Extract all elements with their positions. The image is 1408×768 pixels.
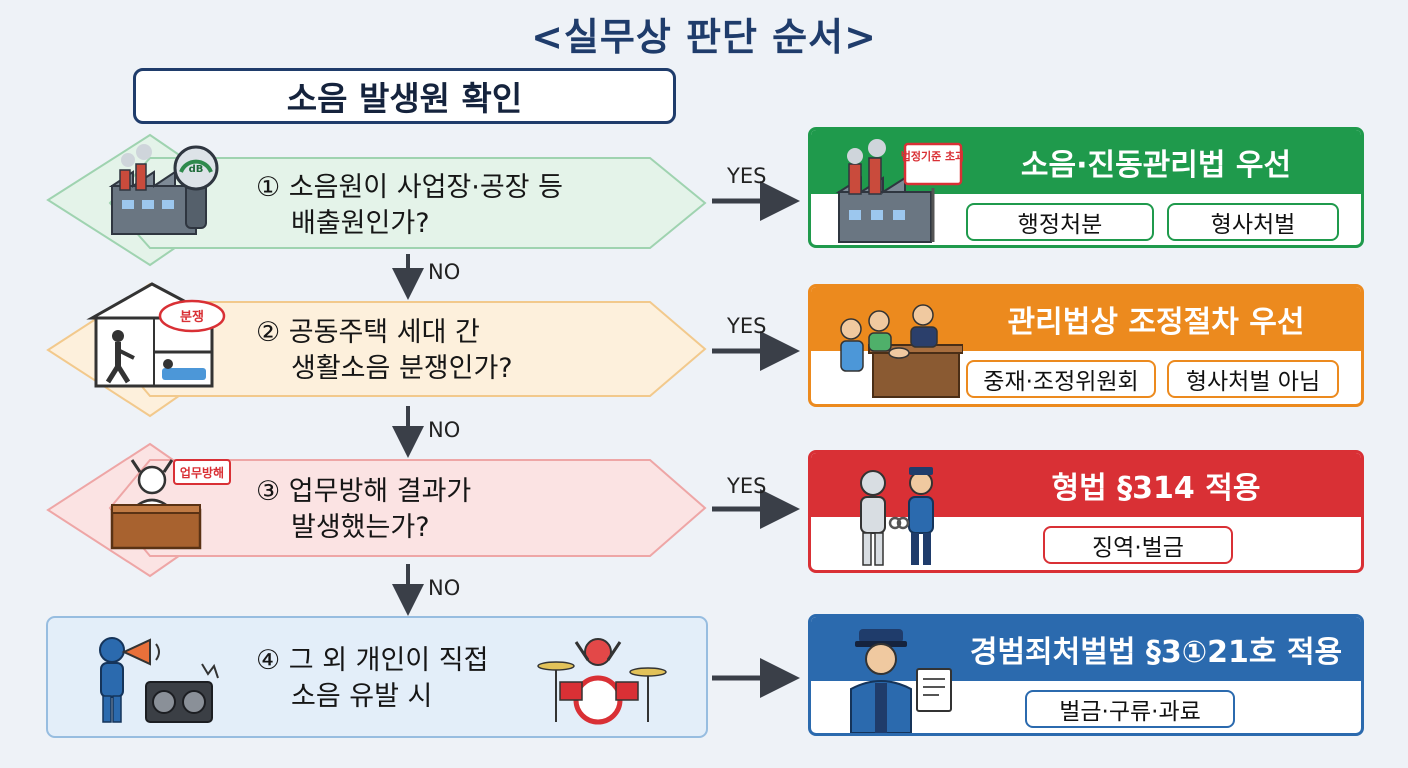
result-1-title: 소음·진동관리법 우선: [811, 130, 1361, 194]
speaker-icon: [145, 663, 219, 723]
sound-meter-icon: dB: [173, 145, 219, 229]
factory-icon: [108, 144, 197, 235]
yes-label-2: YES: [727, 314, 767, 338]
result-2-title: 관리법상 조정절차 우선: [811, 287, 1361, 351]
result-3-title: 형법 §314 적용: [811, 453, 1361, 517]
question-3-line-1: ③ 업무방해 결과가: [256, 476, 472, 507]
result-2-tag-1: 중재·조정위원회: [966, 360, 1156, 398]
result-card-2: 관리법상 조정절차 우선 중재·조정위원회 형사처벌 아님: [808, 284, 1364, 407]
megaphone-person-icon: [99, 637, 160, 723]
start-node-label: 소음 발생원 확인: [286, 79, 523, 118]
obstruction-sign-icon: 업무방해: [173, 459, 231, 485]
result-card-1: 소음·진동관리법 우선 행정처분 형사처벌 법정기준 초과: [808, 127, 1364, 248]
question-2-line-2: 생활소음 분쟁인가?: [291, 353, 513, 384]
result-4-title: 경범죄처벌법 §3①21호 적용: [811, 617, 1361, 681]
dispute-bubble-icon: 분쟁: [158, 299, 226, 333]
police-arrest-icon: [860, 467, 934, 566]
question-4-line-2: 소음 유발 시: [291, 681, 433, 712]
office-worker-icon: [110, 459, 202, 550]
result-1-tag-2: 형사처벌: [1167, 203, 1339, 241]
no-label-3: NO: [428, 576, 461, 600]
factory-sign-icon: 법정기준 초과: [835, 139, 963, 243]
apartment-icon: [86, 282, 217, 388]
obstruction-sign-text: 업무방해: [180, 465, 224, 480]
sign-text: 법정기준 초과: [901, 149, 963, 163]
result-card-3: 형법 §314 적용 징역·벌금: [808, 450, 1364, 573]
result-2-tag-2: 형사처벌 아님: [1167, 360, 1339, 398]
question-4-line-1: ④ 그 외 개인이 직접: [256, 645, 489, 676]
no-label-1: NO: [428, 260, 461, 284]
question-3-line-2: 발생했는가?: [291, 512, 430, 543]
result-2-body: 중재·조정위원회 형사처벌 아님: [811, 351, 1361, 404]
question-3: ③ 업무방해 결과가 발생했는가?: [256, 474, 471, 546]
start-node: 소음 발생원 확인: [133, 68, 676, 124]
question-4: ④ 그 외 개인이 직접 소음 유발 시: [256, 643, 488, 715]
police-officer-icon: [850, 629, 952, 733]
result-card-4: 경범죄처벌법 §3①21호 적용 벌금·구류·과료: [808, 614, 1364, 736]
result-4-tag-1: 벌금·구류·과료: [1025, 690, 1235, 728]
result-3-body: 징역·벌금: [811, 517, 1361, 570]
question-2: ② 공동주택 세대 간 생활소음 분쟁인가?: [256, 315, 513, 387]
result-4-body: 벌금·구류·과료: [811, 681, 1361, 733]
yes-label-1: YES: [727, 164, 767, 188]
question-1-line-1: ① 소음원이 사업장·공장 등: [256, 172, 563, 203]
result-3-tag-1: 징역·벌금: [1043, 526, 1233, 564]
question-1-line-2: 배출원인가?: [291, 208, 430, 239]
question-1: ① 소음원이 사업장·공장 등 배출원인가?: [256, 170, 563, 242]
result-1-tag-1: 행정처분: [966, 203, 1154, 241]
drum-set-icon: [537, 638, 667, 725]
dispute-bubble-text: 분쟁: [180, 309, 204, 325]
result-1-body: 행정처분 형사처벌: [811, 194, 1361, 245]
mediation-meeting-icon: [840, 304, 963, 398]
no-label-2: NO: [428, 418, 461, 442]
page-title: <실무상 판단 순서>: [531, 15, 877, 59]
question-2-line-1: ② 공동주택 세대 간: [256, 317, 480, 348]
yes-label-3: YES: [727, 474, 767, 498]
meter-label: dB: [189, 164, 204, 175]
